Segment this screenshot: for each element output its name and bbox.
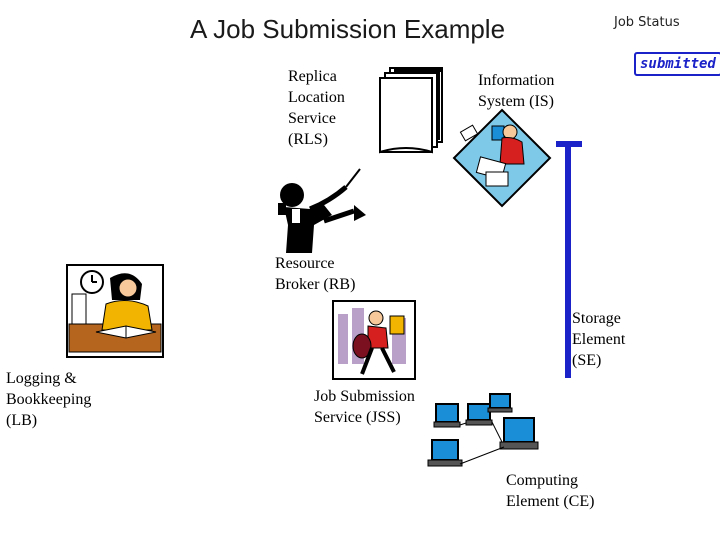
is-label-line: System (IS) [478, 93, 554, 110]
job-status-label: Job Status [614, 15, 680, 30]
se-label-line: Storage [572, 310, 621, 327]
rls-label-line: Replica [288, 68, 337, 85]
office-worker-icon [452, 108, 552, 208]
se-label: Storage Element (SE) [572, 308, 625, 371]
documents-stack-icon [379, 67, 443, 154]
computer-cluster-icon [427, 393, 539, 467]
rls-label-line: Location [288, 89, 345, 106]
rb-label-line: Resource [275, 255, 335, 272]
jss-label: Job Submission Service (JSS) [314, 386, 415, 428]
computer-icon [433, 403, 461, 428]
lb-label-line: Logging & [6, 370, 77, 387]
page-title: A Job Submission Example [190, 14, 506, 44]
rb-label-line: Broker (RB) [275, 276, 356, 293]
ce-label: Computing Element (CE) [506, 470, 594, 512]
conductor-icon [278, 168, 366, 253]
computer-icon [499, 417, 539, 450]
computer-icon [427, 439, 463, 467]
is-label: Information System (IS) [478, 70, 554, 112]
computer-icon [487, 393, 513, 413]
lb-label-line: Bookkeeping [6, 391, 92, 408]
is-label-line: Information [478, 72, 555, 89]
jss-label-line: Job Submission [314, 388, 415, 405]
computer-icon [465, 403, 493, 426]
jss-label-line: Service (JSS) [314, 409, 401, 426]
se-label-line: (SE) [572, 352, 602, 369]
ce-label-line: Element (CE) [506, 493, 595, 510]
clerk-clock-icon [66, 264, 164, 358]
lb-label: Logging & Bookkeeping (LB) [6, 368, 91, 431]
se-label-line: Element [572, 331, 626, 348]
rls-label-line: (RLS) [288, 131, 328, 148]
rls-label: Replica Location Service (RLS) [288, 66, 345, 150]
running-courier-icon [332, 300, 416, 380]
rls-label-line: Service [288, 110, 336, 127]
status-badge: submitted [634, 52, 720, 76]
ce-label-line: Computing [506, 472, 579, 489]
lb-label-line: (LB) [6, 412, 38, 429]
rb-label: Resource Broker (RB) [275, 253, 355, 295]
